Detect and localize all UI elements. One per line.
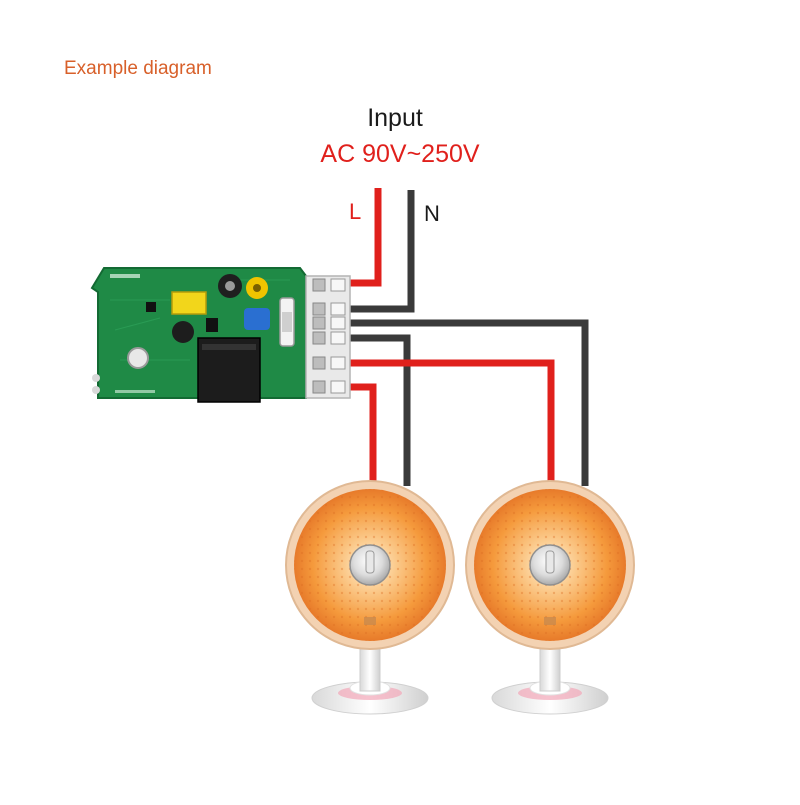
- heater1-neutral-wire: [347, 334, 411, 486]
- terminal-screws: [312, 278, 346, 394]
- heater2-neutral-wire: [347, 319, 589, 486]
- wires: [347, 188, 589, 486]
- heater1-live-wire: [347, 383, 377, 486]
- heater-icon: [285, 480, 455, 715]
- input-voltage-label: AC 90V~250V: [320, 140, 480, 168]
- relay-board-icon: [90, 267, 351, 403]
- diagram-title: Example diagram: [64, 58, 212, 79]
- input-title: Input: [367, 104, 423, 132]
- heater-icon: [465, 480, 635, 715]
- neutral-wire-label: N: [424, 201, 440, 226]
- heater2-live-wire: [347, 359, 555, 486]
- live-wire-label: L: [349, 199, 362, 224]
- input-live-wire: [347, 188, 382, 287]
- input-neutral-wire: [347, 190, 415, 313]
